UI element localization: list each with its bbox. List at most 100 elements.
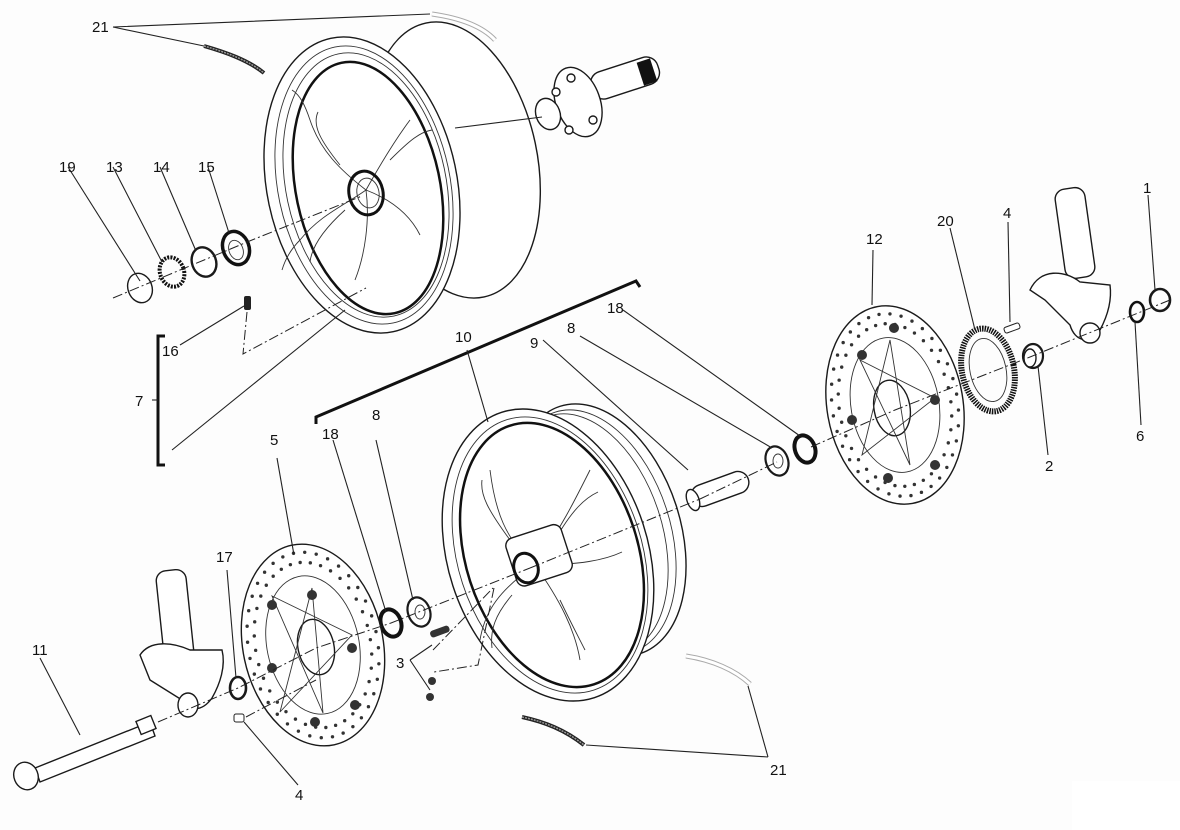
disc-hole bbox=[246, 609, 251, 613]
disc-hole bbox=[275, 700, 280, 704]
disc-hole bbox=[250, 594, 254, 598]
rear-axle-line bbox=[454, 116, 543, 129]
disc-hole bbox=[330, 735, 335, 739]
disc-hole bbox=[930, 336, 934, 341]
disc-hole bbox=[883, 322, 887, 326]
disc-hole bbox=[359, 716, 364, 720]
decal-strips-top bbox=[203, 11, 497, 75]
disc-hole bbox=[865, 479, 870, 484]
disc-hole bbox=[950, 414, 954, 418]
disc-hole bbox=[264, 583, 268, 587]
disc-hole bbox=[873, 475, 878, 479]
disc-hole bbox=[836, 392, 840, 396]
disc-hole bbox=[942, 453, 946, 457]
disc-hole bbox=[363, 599, 368, 603]
disc-hole bbox=[268, 689, 272, 693]
front-axis-line-right bbox=[810, 299, 1171, 448]
disc-hole bbox=[342, 718, 347, 723]
disc-hole bbox=[319, 736, 323, 740]
disc-hole bbox=[887, 492, 891, 496]
disc-hole bbox=[354, 597, 358, 601]
disc-hole bbox=[333, 723, 338, 728]
disc-hole bbox=[245, 624, 249, 628]
disc-hole bbox=[248, 656, 252, 661]
disc-hole bbox=[296, 729, 301, 733]
disc-hole bbox=[866, 315, 871, 320]
right-axle-nut-washer bbox=[1128, 287, 1172, 324]
disc-hole bbox=[920, 326, 925, 331]
disc-hole bbox=[937, 476, 942, 480]
disc-hole bbox=[893, 322, 897, 327]
disc-hole bbox=[864, 328, 869, 332]
disc-hole bbox=[314, 552, 318, 556]
disc-hole bbox=[936, 359, 941, 364]
disc-hole bbox=[954, 439, 959, 443]
disc-hole bbox=[837, 378, 841, 382]
callout-10: 10 bbox=[455, 329, 472, 346]
rear-wheel bbox=[263, 21, 542, 334]
callout-5: 5 bbox=[270, 432, 278, 449]
disc-hole bbox=[883, 480, 887, 485]
disc-hole bbox=[257, 662, 261, 667]
disc-hole bbox=[266, 700, 270, 705]
callout-3: 3 bbox=[396, 655, 404, 672]
disc-hole bbox=[365, 623, 369, 628]
disc-hole bbox=[840, 444, 845, 448]
callout-18-left: 18 bbox=[322, 426, 339, 443]
rear-hub-axle bbox=[534, 56, 661, 138]
disc-hole bbox=[949, 400, 953, 404]
disc-hole bbox=[929, 472, 934, 476]
disc-hole bbox=[367, 679, 371, 684]
callout-21-bottom: 21 bbox=[770, 762, 787, 779]
disc-hole bbox=[938, 348, 943, 352]
bracket-10 bbox=[314, 279, 642, 424]
disc-hole bbox=[258, 687, 263, 691]
disc-hole bbox=[903, 325, 907, 330]
disc-hole bbox=[262, 570, 267, 574]
disc-hole bbox=[849, 343, 854, 347]
front-valve bbox=[426, 625, 450, 701]
front-axis-line-left bbox=[157, 567, 531, 723]
callout-13: 13 bbox=[106, 159, 123, 176]
disc-hole bbox=[346, 586, 351, 590]
disc-hole bbox=[835, 429, 839, 434]
disc-hole bbox=[954, 392, 959, 396]
disc-hole bbox=[293, 717, 298, 721]
disc-hole bbox=[847, 458, 852, 462]
disc-hole bbox=[341, 731, 345, 735]
fork-leg-left bbox=[139, 568, 224, 718]
disc-hole bbox=[840, 365, 844, 369]
disc-hole bbox=[888, 312, 892, 316]
disc-hole bbox=[945, 362, 950, 366]
disc-hole bbox=[368, 637, 373, 642]
callout-17: 17 bbox=[216, 549, 233, 566]
callout-11: 11 bbox=[32, 642, 48, 659]
callout-14: 14 bbox=[153, 159, 170, 176]
disc-hole bbox=[259, 594, 263, 598]
disc-hole bbox=[949, 428, 953, 432]
disc-hole bbox=[271, 574, 275, 578]
disc-hole bbox=[347, 574, 351, 578]
disc-hole bbox=[253, 648, 258, 653]
disc-screw-left bbox=[233, 713, 245, 723]
fork-leg-right bbox=[1029, 186, 1112, 344]
disc-hole bbox=[942, 372, 946, 376]
disc-hole bbox=[324, 725, 328, 730]
disc-hole bbox=[281, 555, 285, 559]
brake-disc-right bbox=[825, 305, 965, 505]
disc-hole bbox=[336, 564, 341, 568]
disc-hole bbox=[893, 483, 897, 488]
callout-8-left: 8 bbox=[372, 407, 380, 424]
disc-hole bbox=[839, 420, 844, 424]
disc-hole bbox=[877, 312, 881, 317]
blank-corner bbox=[1072, 781, 1180, 830]
brake-disc-left bbox=[240, 543, 386, 747]
callout-15: 15 bbox=[198, 159, 215, 176]
disc-hole bbox=[951, 376, 955, 381]
disc-hole bbox=[279, 567, 284, 572]
disc-hole bbox=[255, 606, 259, 611]
callout-7: 7 bbox=[135, 393, 143, 410]
disc-hole bbox=[358, 703, 362, 707]
disc-hole bbox=[360, 610, 365, 614]
